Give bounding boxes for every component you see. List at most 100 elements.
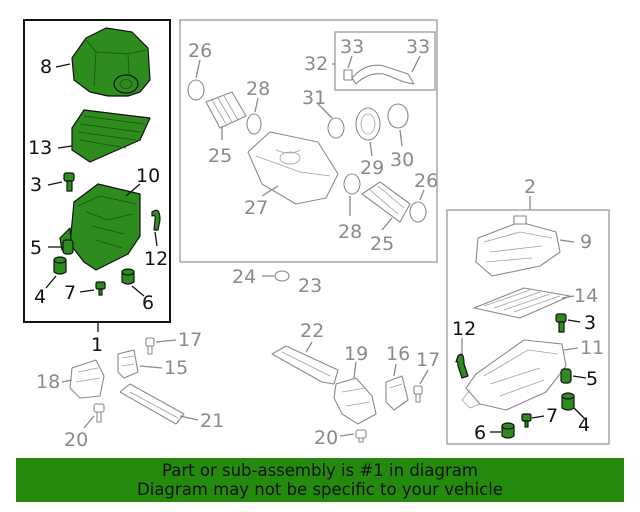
callout-low-17b[interactable]: 17 bbox=[416, 349, 440, 371]
bracket-part-15[interactable] bbox=[117, 349, 139, 379]
intake-duct-frame bbox=[179, 19, 438, 263]
resonator-duct-part[interactable] bbox=[247, 131, 339, 205]
bolt-part-20b[interactable] bbox=[355, 429, 367, 443]
bolt-part-17b[interactable] bbox=[413, 385, 423, 403]
intake-boot-part-2[interactable] bbox=[361, 181, 411, 223]
callout-top-26a[interactable]: 26 bbox=[188, 40, 212, 62]
callout-top-28a[interactable]: 28 bbox=[246, 78, 270, 100]
main-leader-lines bbox=[45, 63, 158, 332]
callout-side-11[interactable]: 11 bbox=[580, 337, 604, 359]
lower-housing-part[interactable] bbox=[59, 183, 141, 271]
clamp-part-6[interactable] bbox=[409, 201, 427, 223]
callout-top-27[interactable]: 27 bbox=[244, 197, 268, 219]
callout-main-13[interactable]: 13 bbox=[28, 137, 52, 159]
upper-housing-part[interactable] bbox=[71, 27, 151, 97]
callout-top-24[interactable]: 24 bbox=[232, 266, 256, 288]
bolt-part-20a[interactable] bbox=[93, 403, 105, 423]
callout-low-20b[interactable]: 20 bbox=[314, 427, 338, 449]
callout-side-7[interactable]: 7 bbox=[546, 405, 558, 427]
resonator-inset-frame bbox=[334, 31, 436, 91]
callout-box-23[interactable]: 23 bbox=[298, 275, 322, 297]
callout-low-16[interactable]: 16 bbox=[386, 343, 410, 365]
lower-leader-lines bbox=[61, 339, 429, 437]
bolt-part-17a[interactable] bbox=[145, 337, 155, 355]
callout-main-5[interactable]: 5 bbox=[30, 237, 42, 259]
callout-top-33b[interactable]: 33 bbox=[406, 36, 430, 58]
sensor-part-18[interactable] bbox=[69, 359, 105, 399]
lower-parts bbox=[69, 337, 423, 443]
clamp-part[interactable] bbox=[187, 79, 205, 101]
callout-low-22[interactable]: 22 bbox=[300, 320, 324, 342]
callout-low-21[interactable]: 21 bbox=[200, 410, 224, 432]
callout-labels: 8 13 3 10 5 12 4 7 6 1 26 28 25 27 32 33… bbox=[28, 36, 604, 451]
callout-top-26b[interactable]: 26 bbox=[414, 170, 438, 192]
callout-top-30[interactable]: 30 bbox=[390, 149, 414, 171]
clip-part[interactable] bbox=[95, 281, 106, 296]
banner-line-2: Diagram may not be specific to your vehi… bbox=[137, 480, 503, 499]
alt-grommet-part[interactable] bbox=[560, 368, 572, 384]
clamp-part-5[interactable] bbox=[343, 173, 361, 195]
callout-main-10[interactable]: 10 bbox=[136, 165, 160, 187]
duct-part-21[interactable] bbox=[119, 383, 185, 425]
parts-diagram: 8 13 3 10 5 12 4 7 6 1 26 28 25 27 32 33… bbox=[23, 19, 610, 451]
callout-low-19[interactable]: 19 bbox=[344, 343, 368, 365]
alt-upper-housing-part[interactable] bbox=[475, 215, 561, 277]
alternate-assembly-parts bbox=[455, 215, 575, 439]
alt-insulator-part[interactable] bbox=[561, 392, 575, 411]
callout-main-7[interactable]: 7 bbox=[64, 282, 76, 304]
callout-low-20a[interactable]: 20 bbox=[64, 429, 88, 451]
callout-low-17a[interactable]: 17 bbox=[178, 329, 202, 351]
callout-box-2[interactable]: 2 bbox=[524, 176, 536, 198]
callout-side-5[interactable]: 5 bbox=[586, 368, 598, 390]
clamp-part-4[interactable] bbox=[387, 103, 409, 129]
alt-insulator-small-part[interactable] bbox=[501, 422, 515, 439]
callout-main-8[interactable]: 8 bbox=[40, 56, 52, 78]
bolt-part[interactable] bbox=[63, 172, 75, 192]
filter-element-part[interactable] bbox=[71, 109, 151, 163]
seal-part[interactable] bbox=[355, 107, 381, 141]
callout-top-32[interactable]: 32 bbox=[304, 53, 328, 75]
callout-side-6[interactable]: 6 bbox=[474, 422, 486, 444]
breather-hose-part[interactable] bbox=[343, 64, 415, 85]
alt-hose-part[interactable] bbox=[455, 353, 469, 379]
callout-side-9[interactable]: 9 bbox=[580, 231, 592, 253]
callout-main-4[interactable]: 4 bbox=[34, 286, 46, 308]
callout-main-6[interactable]: 6 bbox=[142, 292, 154, 314]
grommet-part[interactable] bbox=[62, 239, 74, 255]
main-assembly-frame bbox=[23, 19, 171, 323]
alt-filter-part[interactable] bbox=[473, 287, 571, 319]
alt-bolt-part[interactable] bbox=[555, 313, 567, 333]
banner-line-1: Part or sub-assembly is #1 in diagram bbox=[162, 461, 478, 480]
duct-part-22[interactable] bbox=[271, 345, 339, 385]
callout-top-29[interactable]: 29 bbox=[360, 157, 384, 179]
insulator-part[interactable] bbox=[53, 256, 67, 275]
clamp-part-3[interactable] bbox=[327, 117, 345, 139]
bracket-part-16[interactable] bbox=[385, 375, 409, 411]
callout-side-4[interactable]: 4 bbox=[578, 414, 590, 436]
clamp-part-2[interactable] bbox=[246, 113, 262, 135]
callout-low-18[interactable]: 18 bbox=[36, 371, 60, 393]
info-banner: Part or sub-assembly is #1 in diagram Di… bbox=[16, 458, 624, 502]
callout-side-14[interactable]: 14 bbox=[574, 285, 598, 307]
alt-clip-part[interactable] bbox=[521, 413, 532, 428]
callout-main-12[interactable]: 12 bbox=[144, 248, 168, 270]
insulator-small-part[interactable] bbox=[121, 268, 135, 285]
callout-box-1[interactable]: 1 bbox=[91, 334, 103, 356]
intake-boot-part[interactable] bbox=[205, 91, 247, 129]
intake-duct-parts bbox=[187, 64, 427, 282]
callout-low-15[interactable]: 15 bbox=[164, 357, 188, 379]
callout-top-31[interactable]: 31 bbox=[302, 87, 326, 109]
callout-top-25b[interactable]: 25 bbox=[370, 233, 394, 255]
callout-top-28b[interactable]: 28 bbox=[338, 221, 362, 243]
top-leader-lines bbox=[195, 55, 425, 277]
callout-top-33a[interactable]: 33 bbox=[340, 36, 364, 58]
alt-lower-housing-part[interactable] bbox=[461, 339, 567, 411]
alternate-assembly-frame bbox=[446, 209, 610, 445]
bracket-part-19[interactable] bbox=[333, 377, 377, 425]
callout-top-25a[interactable]: 25 bbox=[208, 145, 232, 167]
hose-part[interactable] bbox=[151, 209, 161, 231]
callout-side-12[interactable]: 12 bbox=[452, 318, 476, 340]
callout-side-3[interactable]: 3 bbox=[584, 312, 596, 334]
callout-main-3[interactable]: 3 bbox=[30, 174, 42, 196]
cap-part[interactable] bbox=[274, 270, 290, 282]
